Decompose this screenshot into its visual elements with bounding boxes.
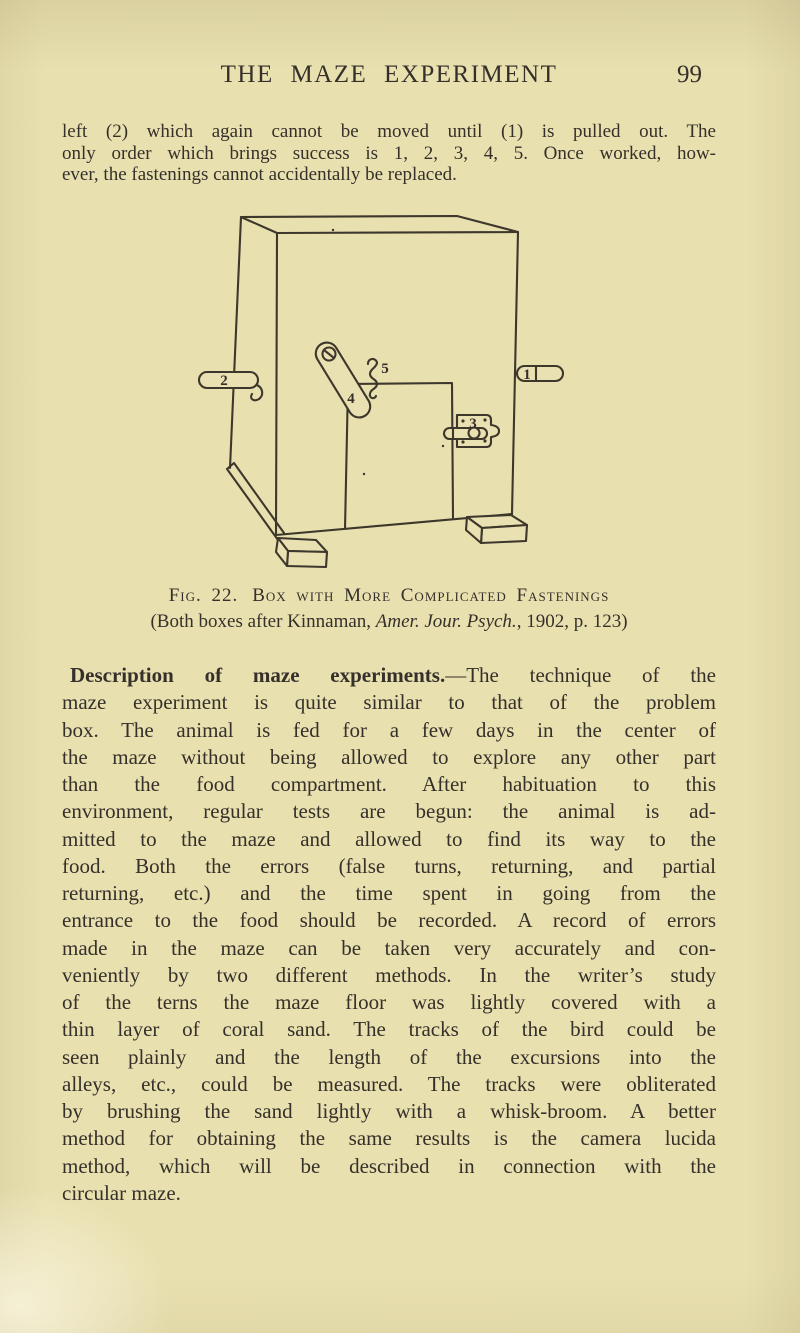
text-line: ever, the fastenings cannot accidentally… xyxy=(62,164,457,186)
text-line: environment, regular tests are begun: th… xyxy=(62,799,716,824)
text-line: returning, etc.) and the time spent in g… xyxy=(62,881,716,905)
peg-right-body xyxy=(515,364,565,383)
right-foot-block xyxy=(464,513,529,545)
text-line: mitted to the maze and allowed to find i… xyxy=(62,826,716,851)
text-line: made in the maze can be taken very accur… xyxy=(62,935,716,960)
bolt-rod xyxy=(442,426,489,441)
button-latch xyxy=(314,341,372,419)
text-line: the maze without being allowed to explor… xyxy=(62,744,716,769)
text-line: alleys, etc., could be measured. The tra… xyxy=(62,1071,716,1096)
body-lines: maze experiment is quite similar to that… xyxy=(62,689,716,1180)
text-line: than the food compartment. After habitua… xyxy=(62,772,716,796)
page-number: 99 xyxy=(677,61,702,88)
figure-caption-credit-line: (Both boxes after Kinnaman, Amer. Jour. … xyxy=(55,609,723,635)
box-top-face xyxy=(239,214,520,235)
ink-speck xyxy=(362,472,366,476)
left-foot-front xyxy=(285,549,329,569)
button-screw-slot xyxy=(322,348,336,360)
fastening-label-2: 2 xyxy=(220,373,228,389)
text-line: food. Both the errors (false turns, retu… xyxy=(62,853,716,878)
left-runner xyxy=(225,461,286,542)
intro-lines: left (2) which again cannot be moved unt… xyxy=(62,121,716,164)
body-paragraph: Description of maze experiments.—The tec… xyxy=(62,662,716,1207)
text-line: veniently by two different methods. In t… xyxy=(62,962,716,987)
intro-paragraph: left (2) which again cannot be moved unt… xyxy=(62,121,716,186)
fastening-label-4: 4 xyxy=(347,391,355,407)
fastening-label-3: 3 xyxy=(469,416,477,432)
text-line: by brushing the sand lightly with a whis… xyxy=(62,1099,716,1123)
body-lead-heading: Description of maze experiments. xyxy=(70,663,446,687)
bolt-screw-dot xyxy=(483,418,487,422)
fastening-button-4 xyxy=(314,341,372,419)
ink-speck xyxy=(441,444,445,448)
peg-left-body xyxy=(197,370,260,390)
text-line: circular maze. xyxy=(62,1180,181,1205)
box-front-left-edge xyxy=(274,231,279,537)
running-head-title: THE MAZE EXPERIMENT xyxy=(220,61,558,88)
bolt-knob xyxy=(467,426,481,440)
bolt-screw-dot xyxy=(461,419,465,423)
fastening-label-1: 1 xyxy=(523,367,531,383)
peg-left-wire xyxy=(250,383,264,402)
figure-credit-suffix: , 1902, p. 123) xyxy=(516,610,628,632)
text-line: left (2) which again cannot be moved unt… xyxy=(62,121,716,142)
right-foot-end xyxy=(464,515,484,545)
figure-credit-journal: Amer. Jour. Psych. xyxy=(375,610,517,632)
box-outline xyxy=(225,214,520,542)
ink-speck xyxy=(331,228,335,232)
text-line: of the terns the maze floor was lightly … xyxy=(62,990,716,1014)
figure-22-drawing: 1 2 3 4 5 xyxy=(197,214,565,569)
text-line: thin layer of coral sand. The tracks of … xyxy=(62,1017,716,1042)
fastening-hook-5 xyxy=(366,357,379,400)
text-line: Description of maze experiments.—The tec… xyxy=(62,662,716,689)
bolt-screw-dot xyxy=(461,440,465,444)
text-line: entrance to the food should be recorded.… xyxy=(62,908,716,933)
figure-caption: Fig. 22. Box with More Complicated Fasten… xyxy=(55,583,723,634)
body-lead-rest: —The technique of the xyxy=(445,663,716,687)
figure-number-label: Fig. 22. xyxy=(168,585,239,606)
bolt-screw-dot xyxy=(483,439,487,443)
text-line: method, which will be described in conne… xyxy=(62,1153,716,1178)
text-line: method for obtaining the same results is… xyxy=(62,1126,716,1151)
text-line: maze experiment is quite similar to that… xyxy=(62,690,716,715)
box-back-left-edge xyxy=(228,215,243,470)
door-outline xyxy=(343,381,455,531)
left-foot-end xyxy=(274,536,290,568)
fastening-bolt-3 xyxy=(442,413,501,449)
figure-title: Box with More Complicated Fastenings xyxy=(252,585,610,606)
box-front-right-edge xyxy=(510,230,520,516)
fastening-peg-1 xyxy=(515,364,565,383)
fastening-label-5: 5 xyxy=(381,361,389,377)
left-foot-block xyxy=(274,536,329,569)
figure-caption-title-line: Fig. 22. Box with More Complicated Fasten… xyxy=(55,583,723,609)
right-foot-front xyxy=(479,523,529,545)
figure-credit-prefix: (Both boxes after Kinnaman, xyxy=(150,610,376,632)
fastening-peg-2 xyxy=(197,370,264,402)
text-line: only order which brings success is 1, 2,… xyxy=(62,142,716,164)
text-line: box. The animal is fed for a few days in… xyxy=(62,717,716,742)
text-line: seen plainly and the length of the excur… xyxy=(62,1044,716,1069)
